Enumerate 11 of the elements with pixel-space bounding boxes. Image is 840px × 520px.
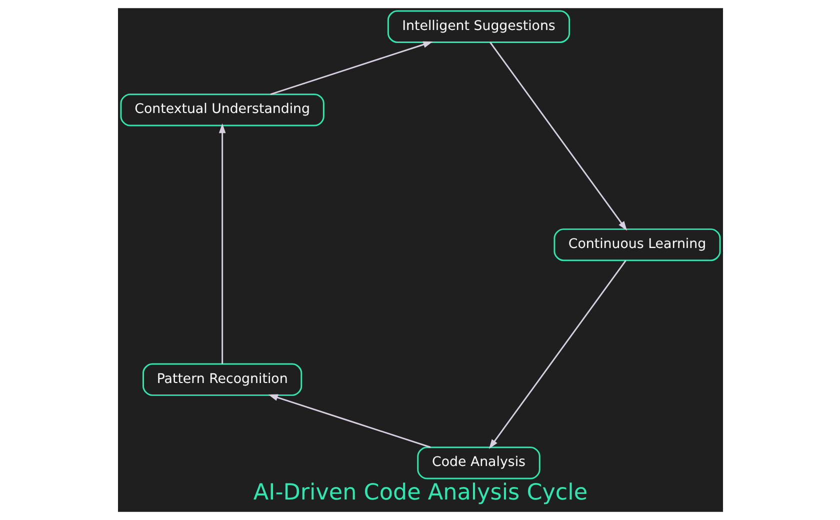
arrow xyxy=(488,260,626,449)
diagram-title: AI-Driven Code Analysis Cycle xyxy=(252,479,588,506)
node-box: Pattern Recognition xyxy=(142,363,302,396)
arrow xyxy=(268,394,430,448)
node-box: Contextual Understanding xyxy=(120,94,324,126)
arrow xyxy=(218,123,226,364)
arrow xyxy=(270,41,432,95)
node-box: Code Analysis xyxy=(416,446,540,480)
arrow xyxy=(489,42,627,231)
node-box: Continuous Learning xyxy=(553,228,720,262)
node-box: Intelligent Suggestions xyxy=(386,10,570,43)
